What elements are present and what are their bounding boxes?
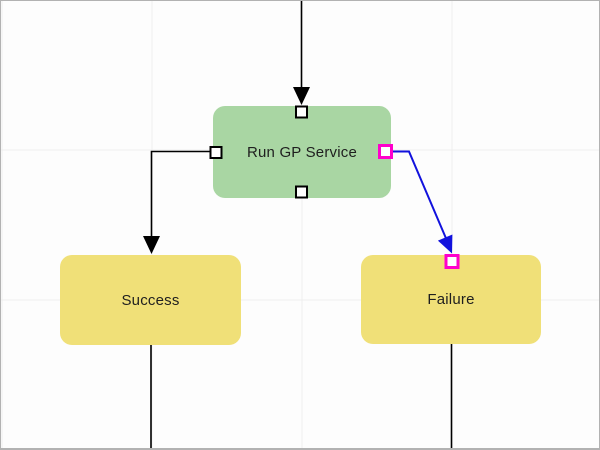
node-run-gp-service-label: Run GP Service	[246, 143, 358, 161]
connector-gp-to-failure-line[interactable]	[393, 150, 448, 240]
port-gp-bottom[interactable]	[295, 185, 308, 199]
connector-incoming-top[interactable]	[293, 1, 310, 105]
node-success[interactable]: Success	[60, 255, 241, 345]
node-run-gp-service[interactable]: Run GP Service	[213, 106, 391, 198]
node-failure[interactable]: Failure	[361, 255, 541, 344]
node-success-label: Success	[121, 291, 180, 309]
arrowhead-down-icon	[293, 87, 310, 105]
node-failure-label: Failure	[427, 291, 475, 308]
connector-gp-to-success[interactable]	[143, 150, 213, 255]
arrowhead-down-icon	[437, 234, 453, 254]
port-gp-right-highlighted[interactable]	[378, 144, 393, 159]
connector-gp-to-failure-selected[interactable]	[393, 150, 453, 254]
port-gp-top[interactable]	[295, 105, 308, 119]
port-gp-left[interactable]	[209, 146, 223, 159]
arrowhead-down-icon	[143, 236, 160, 254]
port-failure-top-highlighted[interactable]	[444, 254, 460, 269]
connector-gp-to-success-line[interactable]	[150, 150, 213, 238]
